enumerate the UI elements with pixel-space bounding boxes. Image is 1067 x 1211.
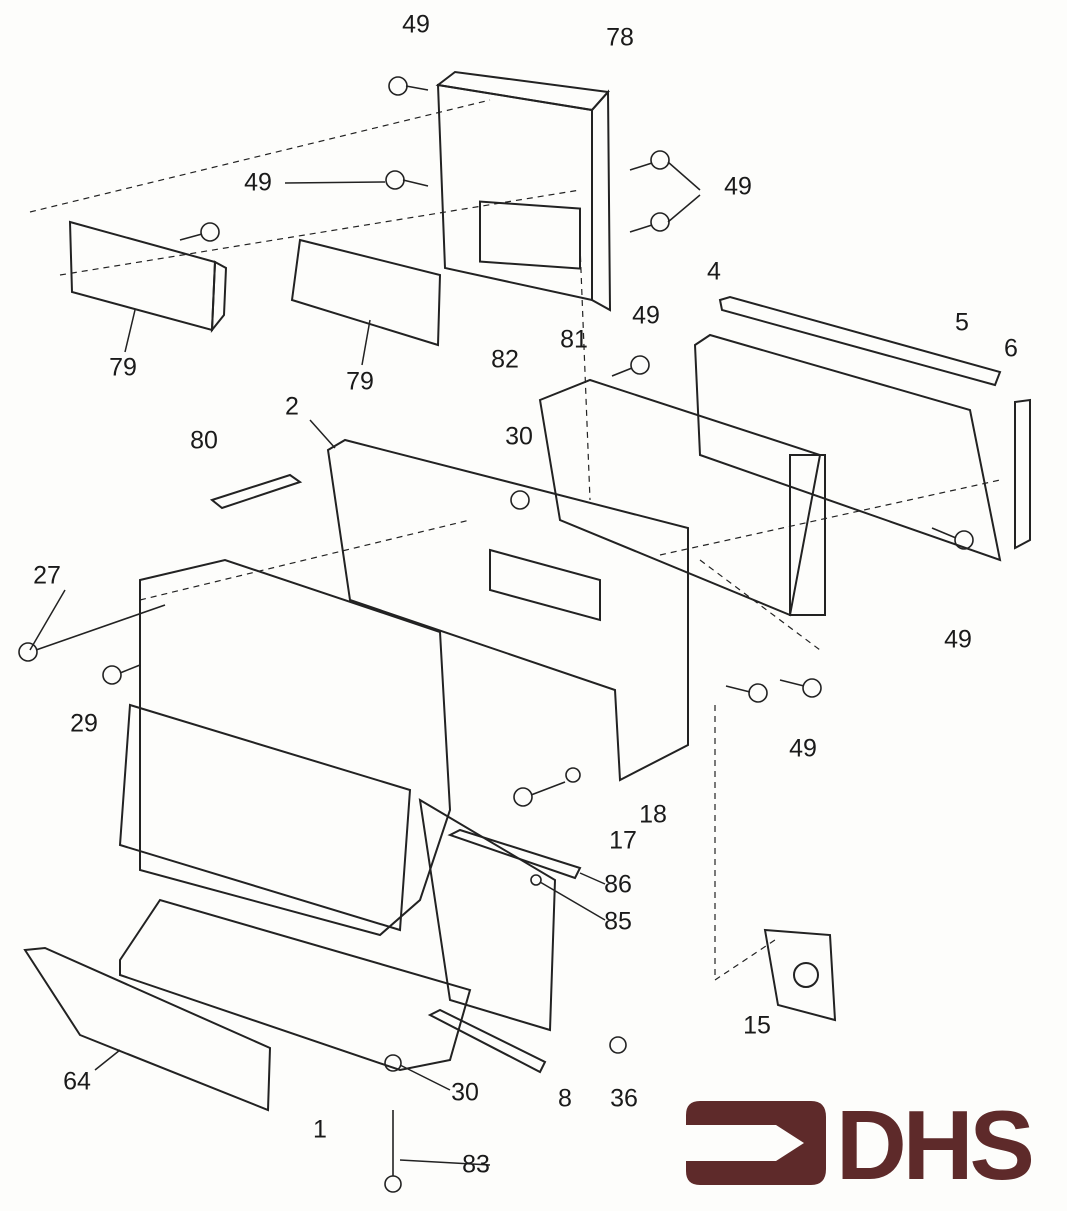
- callout-15: 15: [743, 1011, 771, 1040]
- part-5-bar: [718, 295, 1002, 387]
- callout-49: 49: [944, 625, 972, 654]
- callout-29: 29: [70, 709, 98, 738]
- part-81-frame: [538, 378, 826, 617]
- logo-text: DHS: [836, 1090, 1035, 1200]
- callout-49: 49: [402, 10, 430, 39]
- callout-6: 6: [1004, 334, 1018, 363]
- part-79-bracket-left: [68, 220, 228, 334]
- callout-4: 4: [707, 257, 721, 286]
- callout-86: 86: [604, 870, 632, 899]
- arrow-logo-icon: [686, 1101, 826, 1185]
- callout-64: 64: [63, 1067, 91, 1096]
- callout-49: 49: [632, 301, 660, 330]
- callout-83: 83: [462, 1150, 490, 1179]
- callout-79: 79: [109, 353, 137, 382]
- callout-80: 80: [190, 426, 218, 455]
- callout-79: 79: [346, 367, 374, 396]
- part-64-flap: [23, 946, 272, 1112]
- part-4-panel: [693, 333, 1002, 562]
- callout-30: 30: [505, 422, 533, 451]
- callout-2: 2: [285, 392, 299, 421]
- part-80-clip: [209, 473, 303, 510]
- callout-49: 49: [789, 734, 817, 763]
- part-15-bracket: [763, 928, 837, 1022]
- part-86-bar: [447, 828, 582, 880]
- callout-81: 81: [560, 325, 588, 354]
- callout-18: 18: [639, 800, 667, 829]
- part-6-strip: [1014, 398, 1031, 550]
- callout-36: 36: [610, 1084, 638, 1113]
- callout-1: 1: [313, 1115, 327, 1144]
- part-2-housing: [326, 438, 689, 782]
- callout-85: 85: [604, 907, 632, 936]
- callout-49: 49: [724, 172, 752, 201]
- part-78-plate: [435, 70, 612, 312]
- part-8-bar: [427, 1008, 547, 1074]
- dhs-logo: DHS: [686, 1090, 1056, 1200]
- alignment-lines: [29, 99, 1001, 981]
- part-79-bracket-right: [290, 238, 442, 347]
- part-1-front-assembly: [118, 558, 557, 1072]
- callout-82: 82: [491, 345, 519, 374]
- callout-8: 8: [558, 1084, 572, 1113]
- callout-5: 5: [955, 308, 969, 337]
- callout-leaders: [29, 161, 701, 1166]
- callout-30: 30: [451, 1078, 479, 1107]
- screw-icons: [18, 76, 974, 1193]
- callout-78: 78: [606, 23, 634, 52]
- callout-17: 17: [609, 826, 637, 855]
- callout-27: 27: [33, 561, 61, 590]
- callout-49: 49: [244, 168, 272, 197]
